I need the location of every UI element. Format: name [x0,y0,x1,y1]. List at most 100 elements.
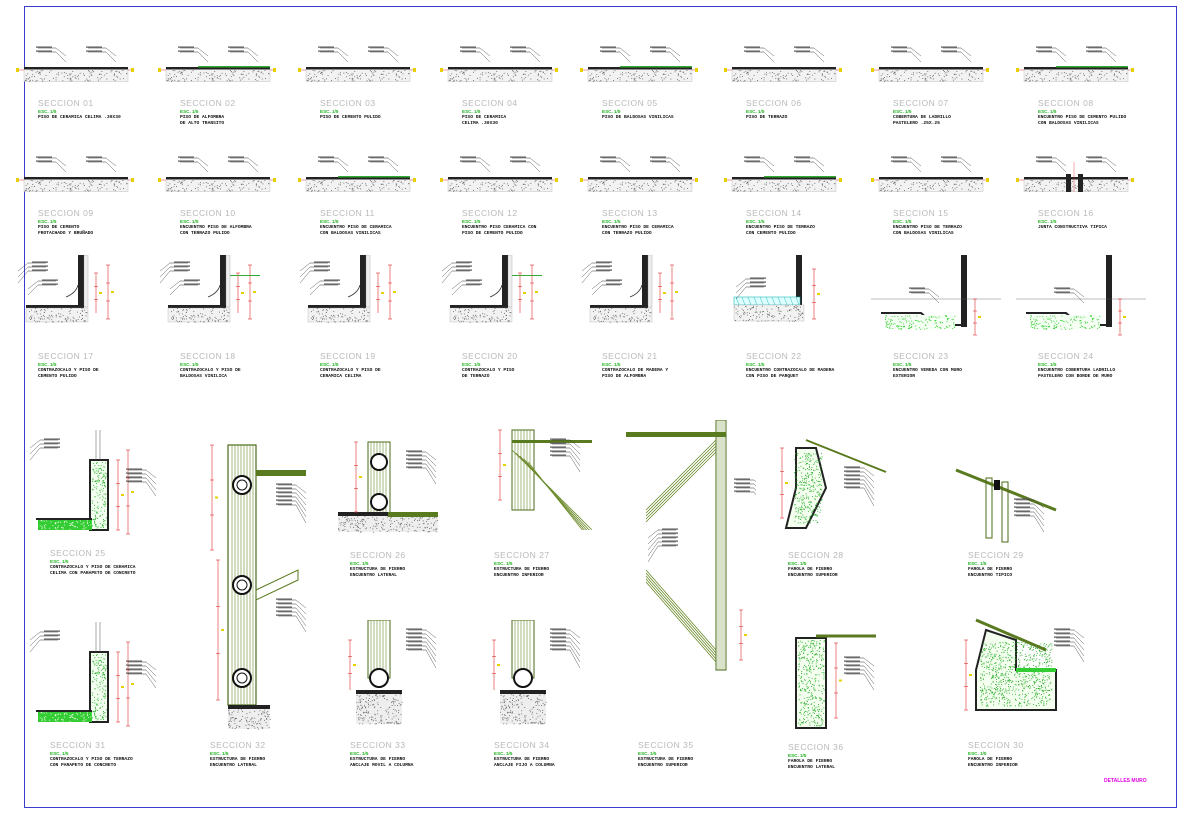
section-scale: ESC. 1/5 [968,561,987,566]
section-description: CONTRAZOCALO Y PISO DE [38,368,99,373]
section-title: SECCION 25 [50,548,106,558]
section-drawing [210,444,307,730]
section-description: ENCUENTRO PISO DE CERAMICA [320,225,392,230]
section-description: ENCUENTRO LATERAL [350,573,397,578]
section-description: PASTELERO .25X.25 [893,121,940,126]
section-title: SECCION 04 [462,98,518,108]
section-title: SECCION 01 [38,98,94,108]
section-scale: ESC. 1/5 [638,751,657,756]
section-scale: ESC. 1/5 [746,362,765,367]
section-description: ESTRUCTURA DE FIERRO [494,757,550,762]
section-description: ANCLAJE FIJO A COLUMNA [494,763,555,768]
section-scale: ESC. 1/5 [494,561,513,566]
section-description: CON TERRAZO PULIDO [180,231,230,236]
section-description: CONTRAZOCALO Y PISO [462,368,515,373]
section-drawing [348,620,437,725]
section-drawing [158,156,276,192]
section-title: SECCION 30 [968,740,1024,750]
section-title: SECCION 32 [210,740,266,750]
section-description: PISO DE ALFOMBRA [602,374,647,379]
section-scale: ESC. 1/5 [746,219,765,224]
section-description: ENCUENTRO SUPERIOR [638,763,688,768]
section-description: ENCUENTRO PISO DE CERAMICA [602,225,674,230]
section-scale: ESC. 1/5 [320,219,339,224]
section-drawing [733,255,820,322]
section-description: ENCUENTRO PISO CERAMICA CON [462,225,537,230]
section-description: ESTRUCTURA DE FIERRO [350,757,406,762]
section-title: SECCION 24 [1038,351,1094,361]
section-scale: ESC. 1/5 [350,561,369,566]
section-drawing [871,255,1001,336]
section-description: PISO DE ALFOMBRA [180,115,225,120]
section-drawing [871,156,989,192]
section-description: ENCUENTRO COBERTURA LADRILLO [1038,368,1116,373]
section-scale: ESC. 1/5 [180,362,199,367]
section-title: SECCION 36 [788,742,844,752]
section-drawing [29,430,157,535]
section-title: SECCION 29 [968,550,1024,560]
section-description: EXTERIOR [893,374,916,379]
section-drawing [338,441,439,533]
section-drawing [580,46,698,82]
section-description: ESTRUCTURA DE FIERRO [210,757,266,762]
section-description: FAROLA DE FIERRO [788,759,833,764]
section-description: PISO DE TERRAZO [746,115,788,120]
section-scale: ESC. 1/5 [788,753,807,758]
section-scale: ESC. 1/5 [350,751,369,756]
section-scale: ESC. 1/5 [462,362,481,367]
section-description: ENCUENTRO LATERAL [210,763,257,768]
section-description: PISO DE CERAMICA CELIMA .30X30 [38,115,121,120]
section-description: CON BALDOSAS VINILICAS [893,231,954,236]
section-scale: ESC. 1/5 [180,219,199,224]
section-drawing [158,46,276,82]
section-scale: ESC. 1/5 [788,561,807,566]
section-title: SECCION 34 [494,740,550,750]
section-drawing [17,255,114,323]
section-description: CONTRAZOCALO Y PISO DE TERRAZO [50,757,133,762]
section-drawing [298,156,416,192]
section-scale: ESC. 1/5 [1038,362,1057,367]
section-scale: ESC. 1/5 [210,751,229,756]
section-description: CON CEMENTO PULIDO [746,231,796,236]
section-title: SECCION 12 [462,208,518,218]
section-drawing [780,439,887,529]
section-description: ENCUENTRO LATERAL [788,765,835,770]
section-title: SECCION 07 [893,98,949,108]
section-title: SECCION 22 [746,351,802,361]
section-title: SECCION 33 [350,740,406,750]
section-description: ANCLAJE MOVIL A COLUMNA [350,763,414,768]
section-drawing [724,46,842,82]
section-title: SECCION 06 [746,98,802,108]
section-drawing [626,420,756,671]
section-drawing [1016,46,1134,82]
section-description: ENCUENTRO PISO DE TERRAZO [893,225,962,230]
section-drawing [298,46,416,82]
section-drawing [955,468,1057,543]
section-title: SECCION 05 [602,98,658,108]
section-title: SECCION 16 [1038,208,1094,218]
section-title: SECCION 20 [462,351,518,361]
section-description: ESTRUCTURA DE FIERRO [350,567,406,572]
section-title: SECCION 27 [494,550,550,560]
section-description: CONTRAZOCALO Y PISO DE CERAMICA [50,565,136,570]
section-description: COBERTURA DE LADRILLO [893,115,951,120]
section-description: CERAMICA CELIMA [320,374,362,379]
section-drawing [299,255,396,323]
sheet-border [24,6,1177,808]
section-drawing [441,255,542,323]
